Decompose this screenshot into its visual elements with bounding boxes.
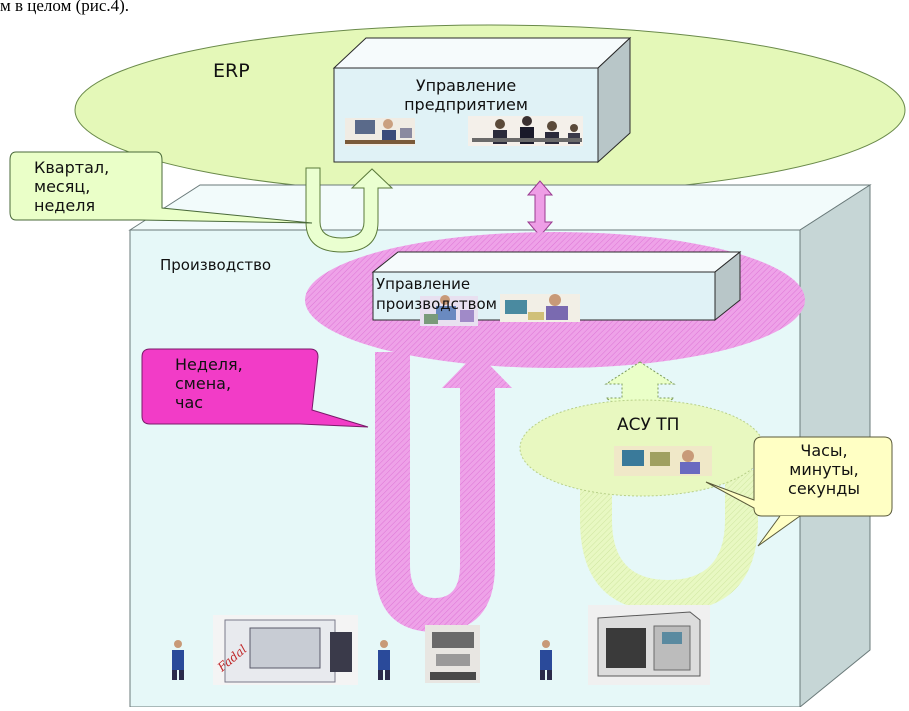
production-management-box xyxy=(371,250,742,326)
quarter-callout-text: Квартал, месяц, неделя xyxy=(34,158,110,215)
press-machine-icon xyxy=(425,625,480,683)
hours-callout-pointer xyxy=(757,515,801,547)
asutp-label: АСУ ТП xyxy=(617,415,680,435)
week-callout-text: Неделя, смена, час xyxy=(175,355,243,412)
hours-callout xyxy=(705,436,893,517)
erp-label: ERP xyxy=(213,60,250,82)
meeting-icon xyxy=(468,116,583,146)
operator-icon xyxy=(500,294,580,322)
machining-center-icon xyxy=(588,605,710,685)
asutp-cycle-arrow xyxy=(580,470,758,612)
asutp-computer-icon xyxy=(614,446,712,476)
cnc-machine-icon: Fadal xyxy=(213,615,358,685)
enterprise-management-label: Управление предприятием xyxy=(404,76,528,114)
engineers-icon xyxy=(420,295,478,326)
page-caption: м в целом (рис.4). xyxy=(0,0,130,15)
week-cycle-arrow xyxy=(375,352,512,632)
office-workers-icon xyxy=(345,118,415,146)
production-label: Производство xyxy=(160,256,272,274)
week-callout xyxy=(141,348,369,428)
enterprise-management-box xyxy=(332,36,632,164)
worker-icon-2 xyxy=(378,640,390,680)
quarter-callout xyxy=(9,151,313,224)
quarter-cycle-arrow xyxy=(305,167,394,253)
production-management-label: Управление производством xyxy=(376,275,497,313)
worker-icon-3 xyxy=(540,640,552,680)
hours-callout-text: Часы, минуты, секунды xyxy=(788,441,860,498)
worker-icon xyxy=(172,640,184,680)
